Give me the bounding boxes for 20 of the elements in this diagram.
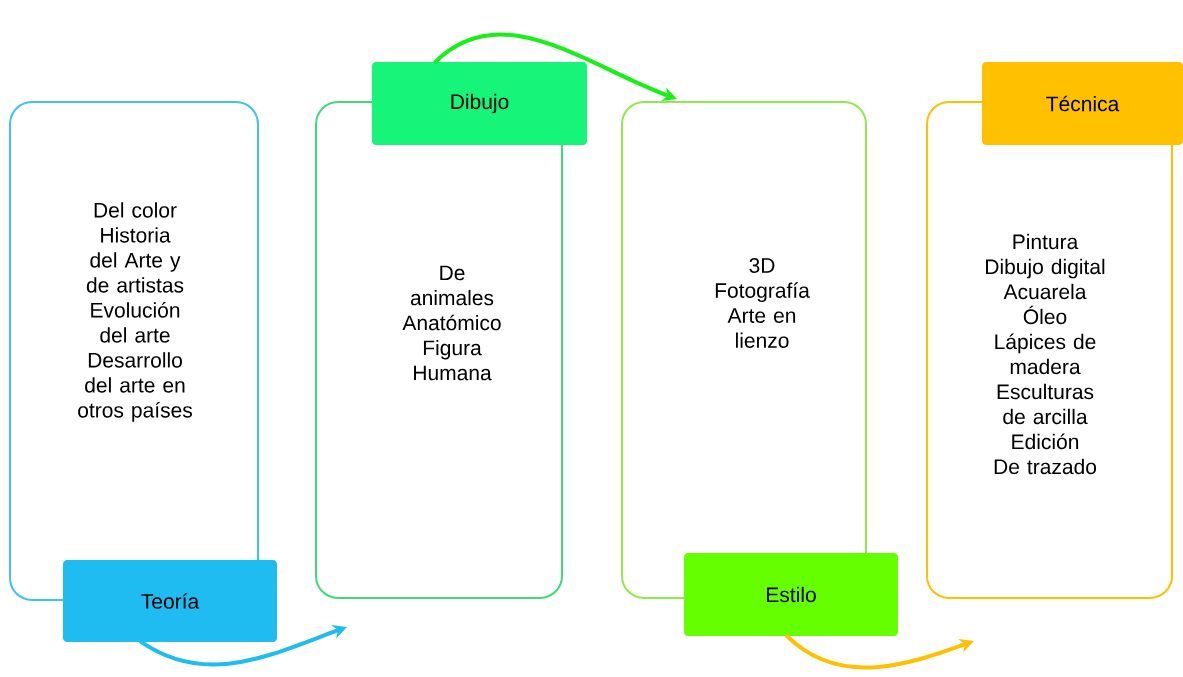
item-list: Del color Historia del Arte y de artistas Evolución del arte Desarrollo del arte en otros países bbox=[78, 202, 192, 422]
title-tab: Dibujo bbox=[372, 62, 587, 145]
node-label: Pintura bbox=[1013, 233, 1079, 250]
node-label: Acuarela bbox=[1003, 283, 1087, 300]
title-tab: Técnica bbox=[982, 62, 1183, 145]
node-label: Dibujo digital bbox=[986, 258, 1105, 279]
node-label: Esculturas de arcilla bbox=[997, 383, 1094, 425]
node-label: Evolución del arte bbox=[91, 301, 180, 343]
title-tab: Teoría bbox=[63, 560, 277, 642]
title-tab: Estilo bbox=[684, 553, 898, 636]
node-label: Edición bbox=[1012, 433, 1079, 450]
node-label: Desarrollo del arte en otros países bbox=[78, 352, 193, 422]
node-label: Óleo bbox=[1023, 305, 1067, 325]
item-list: Pintura Dibujo digital Acuarela Óleo Lápices de madera Esculturas de arcilla Edición De trazado bbox=[986, 233, 1105, 475]
item-list: 3D Fotografía Arte en lienzo bbox=[715, 258, 810, 348]
node-label: De trazado bbox=[994, 458, 1097, 475]
node-label: Historia del Arte y de artistas bbox=[86, 227, 184, 293]
node-label: Lápices de madera bbox=[995, 333, 1096, 375]
node-label: Del color bbox=[94, 202, 177, 218]
item-list: De animales Anatómico Figura Humana bbox=[402, 265, 501, 381]
